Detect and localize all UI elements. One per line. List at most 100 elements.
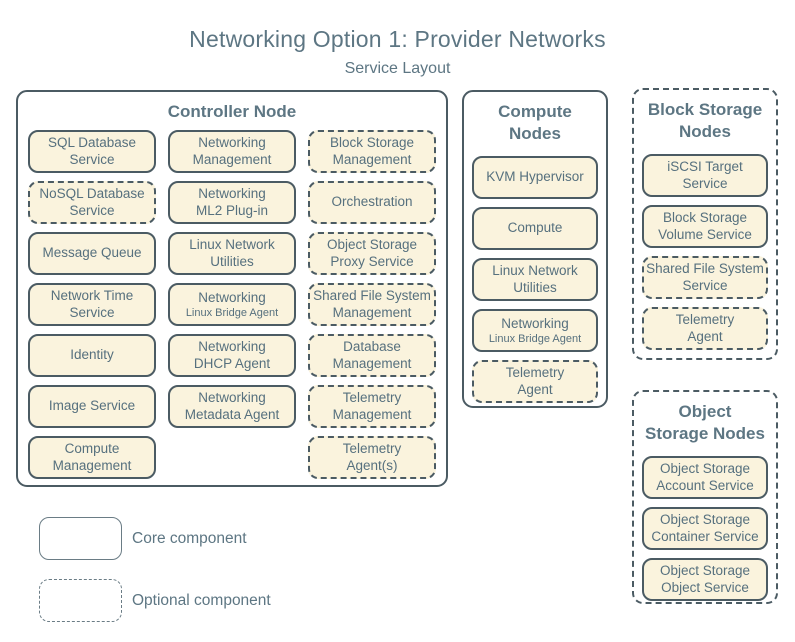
- service-label: Compute: [64, 441, 120, 457]
- service-label: Proxy Service: [330, 253, 414, 269]
- service-label: Block Storage: [662, 210, 748, 226]
- service-label: Shared File System: [646, 261, 764, 277]
- service-label: Management: [332, 406, 412, 422]
- service-label: Compute: [507, 220, 563, 236]
- optional-component-swatch: [39, 579, 122, 622]
- service-label: Management: [192, 151, 272, 167]
- service-label: Service: [682, 175, 728, 191]
- core-component-swatch: [39, 517, 122, 560]
- service-label: Database: [343, 339, 401, 355]
- page-title: Networking Option 1: Provider Networks: [189, 26, 606, 52]
- service-label: Shared File System: [313, 288, 431, 304]
- service-label: Management: [332, 304, 412, 320]
- service-label: Telemetry: [342, 390, 402, 406]
- service-label: Networking: [198, 390, 266, 406]
- service-label: Object Storage: [659, 563, 751, 579]
- container-title-line: Nodes: [679, 122, 731, 142]
- service-label: Account Service: [656, 477, 754, 493]
- service-label: Linux Network: [189, 237, 275, 253]
- service-label: Object Storage: [659, 512, 751, 528]
- service-label: Service: [69, 202, 115, 218]
- service-label: Networking: [198, 186, 266, 202]
- service-label: Management: [332, 151, 412, 167]
- service-label: ML2 Plug-in: [195, 202, 269, 218]
- service-label: Agent: [517, 381, 553, 397]
- container-title-line: Storage Nodes: [645, 424, 765, 444]
- controller-node-title: Controller Node: [18, 101, 446, 123]
- service-orchestration: Orchestration: [308, 181, 436, 225]
- container-title-line: Nodes: [509, 124, 561, 144]
- legend-label-optional: Optional component: [132, 591, 271, 609]
- service-label: Identity: [70, 347, 114, 363]
- service-label: Telemetry: [342, 441, 402, 457]
- service-label: Object Service: [661, 579, 749, 595]
- service-label: iSCSI Target: [667, 159, 743, 175]
- page-subtitle: Service Layout: [344, 60, 451, 77]
- service-identity: Identity: [28, 334, 156, 378]
- service-label: Agent(s): [346, 457, 398, 473]
- service-label: Utilities: [210, 253, 254, 269]
- service-label: NoSQL Database: [39, 186, 145, 202]
- service-label: KVM Hypervisor: [486, 169, 584, 185]
- service-label: SQL Database: [47, 135, 137, 151]
- service-label: Message Queue: [42, 245, 142, 261]
- container-title-line: Compute: [498, 102, 572, 121]
- service-label: Networking: [198, 135, 266, 151]
- service-label: Linux Network: [492, 263, 578, 279]
- service-compute: Compute: [472, 207, 598, 251]
- service-label: DHCP Agent: [193, 355, 271, 371]
- service-label: Metadata Agent: [184, 406, 280, 422]
- service-label: Block Storage: [329, 135, 415, 151]
- empty-cell: [168, 436, 296, 479]
- service-label: Utilities: [513, 279, 557, 295]
- service-label: Container Service: [651, 528, 759, 544]
- service-label: Telemetry: [675, 312, 735, 328]
- service-label: Networking: [501, 316, 569, 332]
- service-kvm-hypervisor: KVM Hypervisor: [472, 156, 598, 200]
- service-label: Object Storage: [659, 461, 751, 477]
- service-label: Networking: [198, 290, 266, 306]
- container-title-line: Controller Node: [167, 102, 297, 121]
- legend-item-optional: Optional component: [39, 579, 271, 622]
- service-message-queue: Message Queue: [28, 232, 156, 276]
- service-label: Management: [52, 457, 132, 473]
- service-label: Linux Bridge Agent: [488, 332, 582, 345]
- service-label: Service: [69, 151, 115, 167]
- service-label: Volume Service: [658, 226, 752, 242]
- service-label: Linux Bridge Agent: [185, 306, 279, 319]
- service-label: Telemetry: [505, 365, 565, 381]
- service-label: Service: [682, 277, 728, 293]
- container-title-line: Object: [678, 402, 732, 421]
